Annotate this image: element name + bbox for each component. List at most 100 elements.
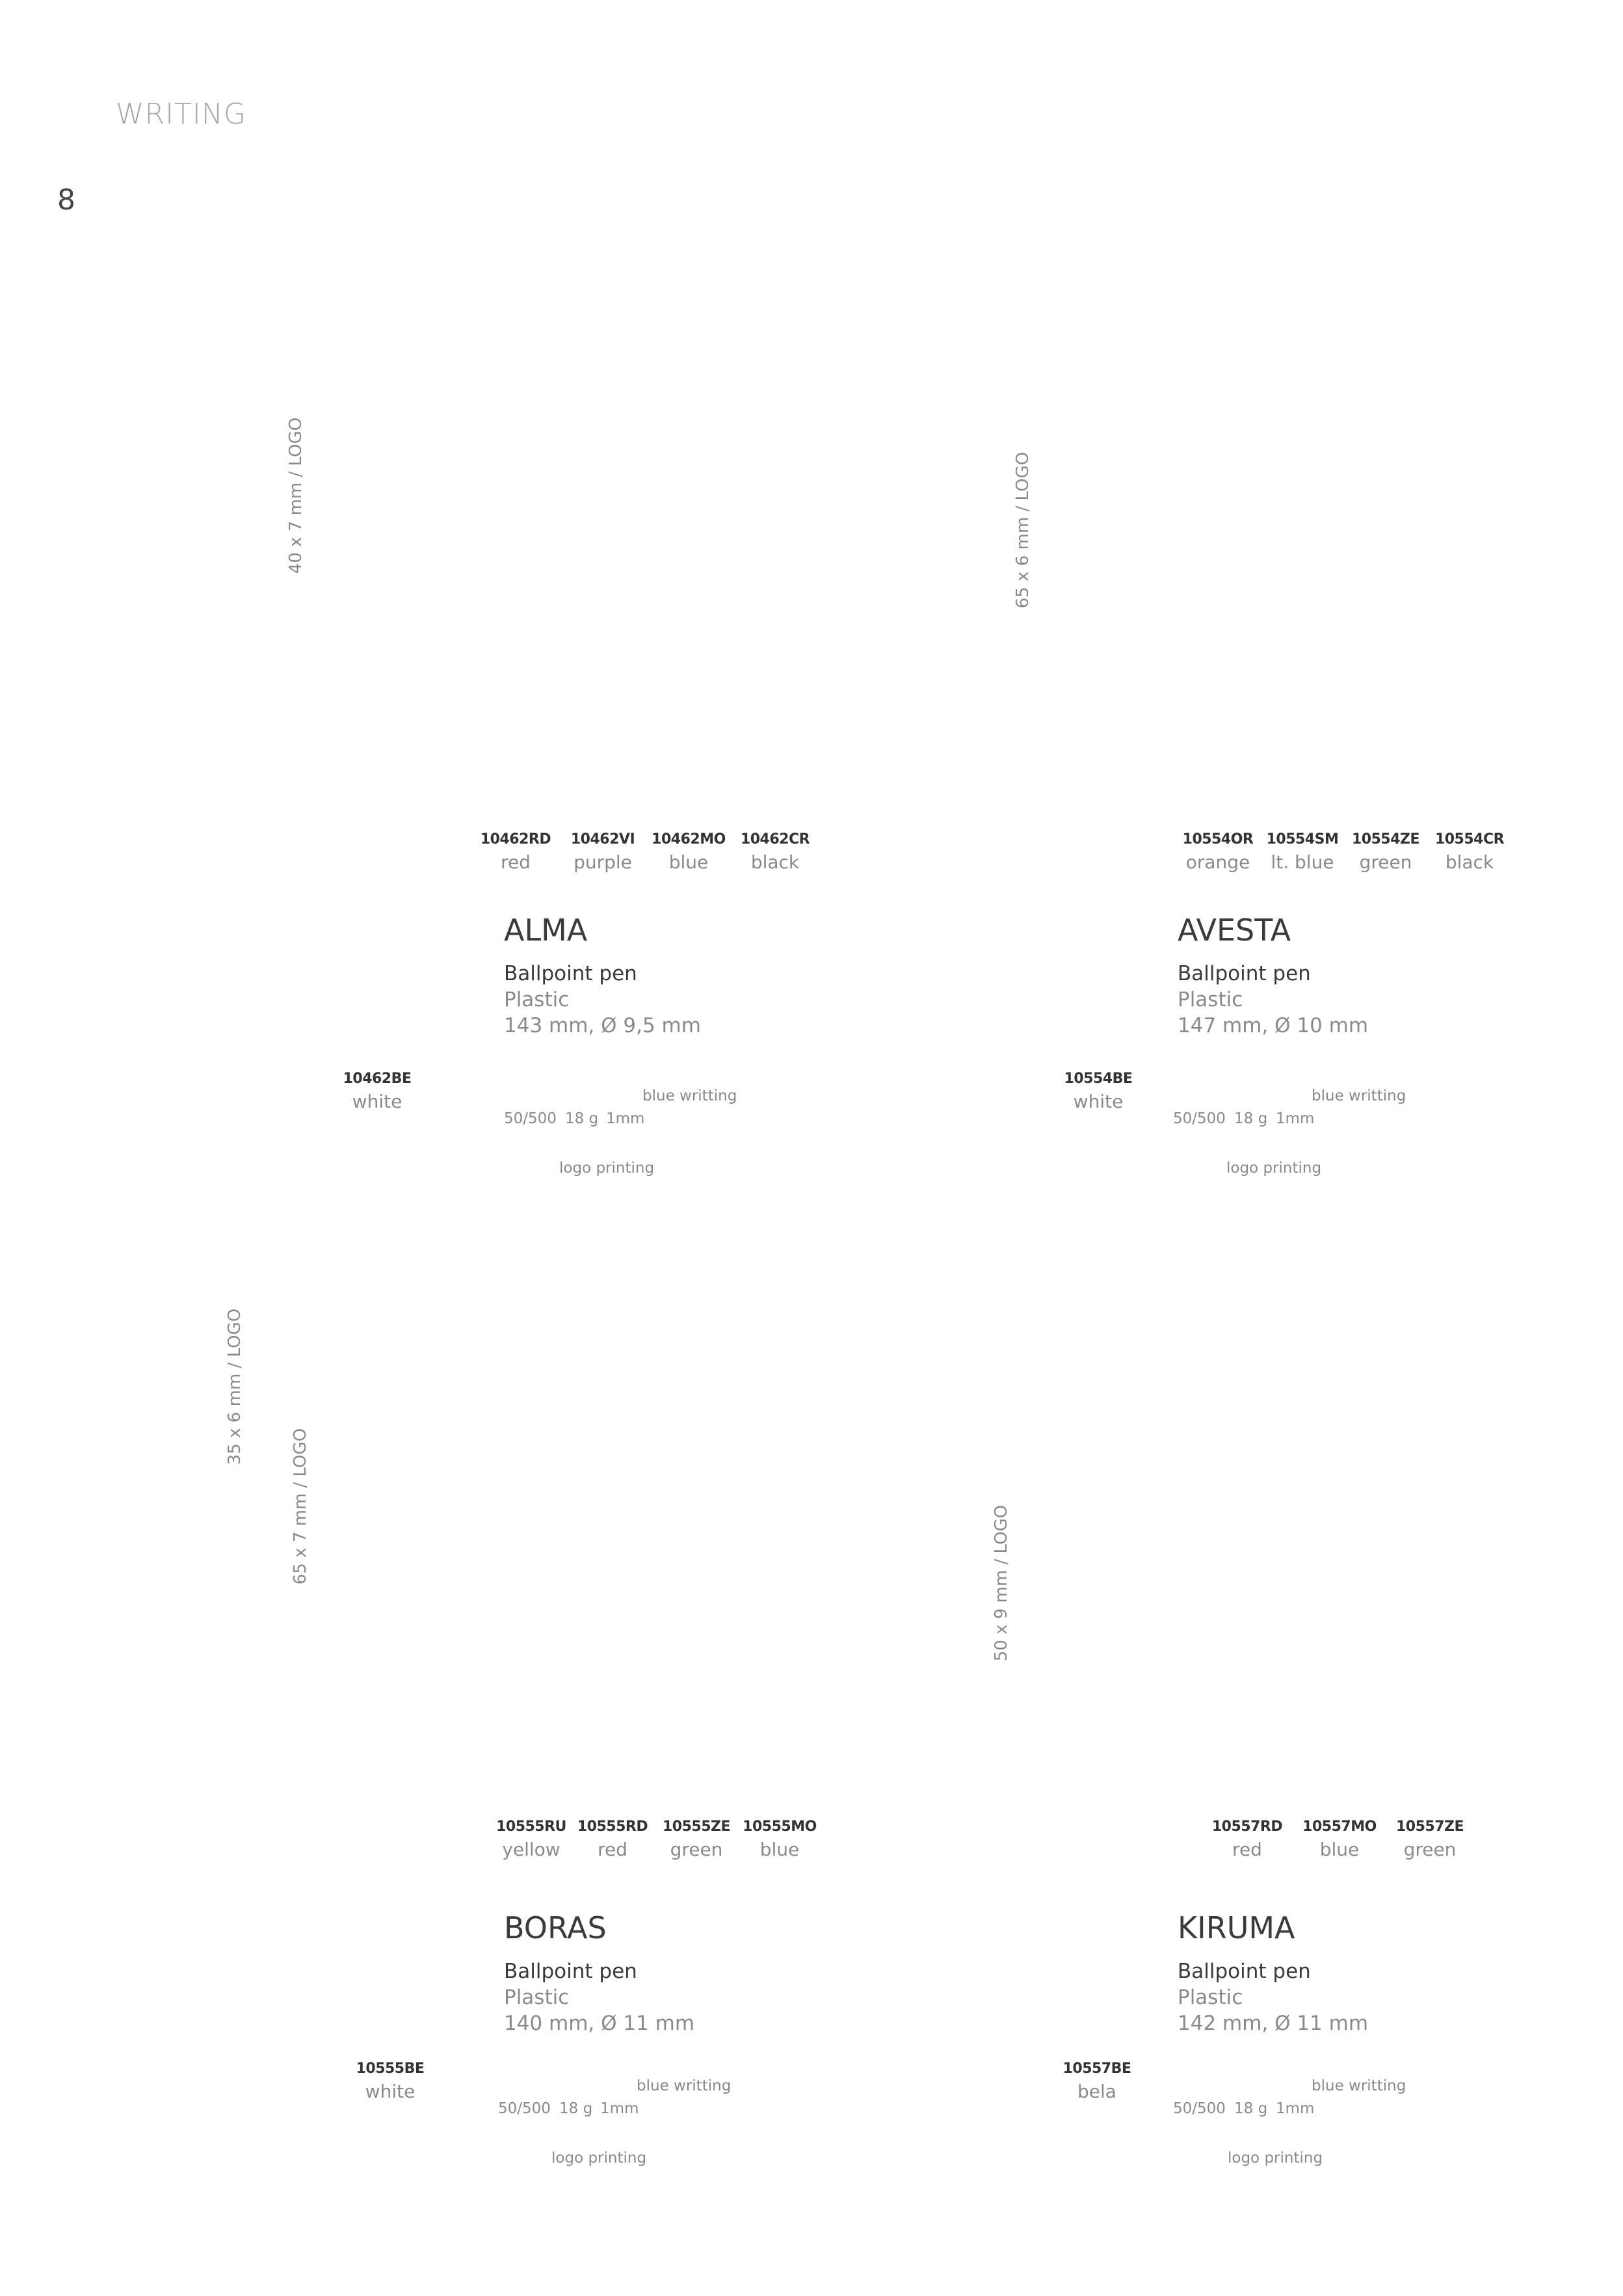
product-name: AVESTA	[1178, 913, 1291, 948]
variant-swatch: 10554SM lt. blue	[1254, 831, 1351, 873]
product-dimensions: 142 mm, Ø 11 mm	[1178, 2012, 1369, 2035]
variant-code: 10555RD	[577, 1819, 648, 1835]
variant-color: green	[1359, 851, 1412, 873]
packaging-info: 50/500	[1173, 2100, 1226, 2117]
product-type: Ballpoint pen	[1178, 962, 1311, 985]
variant-color: white	[1073, 1091, 1124, 1112]
variant-swatch: 10555BE white	[341, 2061, 439, 2102]
variant-swatch: 10557MO blue	[1291, 1819, 1388, 1860]
product-material: Plastic	[504, 988, 570, 1011]
variant-swatch: 10557BE bela	[1048, 2061, 1146, 2102]
print-area-label-secondary: 65 x 7 mm / LOGO	[291, 1428, 310, 1585]
variant-code: 10555ZE	[662, 1819, 731, 1835]
product-name: BORAS	[504, 1910, 607, 1945]
variant-color: white	[365, 2081, 416, 2102]
product-dimensions: 143 mm, Ø 9,5 mm	[504, 1014, 701, 1037]
branding-info: logo printing	[559, 1160, 655, 1177]
variant-color: red	[1232, 1839, 1262, 1860]
variant-swatch: 10555ZE green	[648, 1819, 745, 1860]
variant-swatch: 10555RU yellow	[482, 1819, 580, 1860]
variant-color: black	[1445, 851, 1494, 873]
product-material: Plastic	[504, 1986, 570, 2009]
variant-color: green	[1403, 1839, 1457, 1860]
page-number: 8	[57, 183, 75, 217]
product-material: Plastic	[1178, 1986, 1243, 2009]
product-type: Ballpoint pen	[504, 962, 637, 985]
variant-code: 10554BE	[1064, 1071, 1133, 1087]
product-dimensions: 147 mm, Ø 10 mm	[1178, 1014, 1369, 1037]
weight-info: 18 g	[565, 1110, 599, 1127]
variant-color: blue	[1319, 1839, 1360, 1860]
variant-swatch: 10462BE white	[328, 1071, 426, 1112]
print-area-label: 65 x 6 mm / LOGO	[1013, 451, 1033, 609]
branding-info: logo printing	[1226, 1160, 1322, 1177]
tip-info: 1mm	[1276, 1110, 1315, 1127]
branding-info: logo printing	[1228, 2150, 1323, 2167]
variant-swatch: 10554ZE green	[1337, 831, 1434, 873]
variant-code: 10557MO	[1302, 1819, 1377, 1835]
product-dimensions: 140 mm, Ø 11 mm	[504, 2012, 695, 2035]
variant-code: 10554ZE	[1351, 831, 1420, 848]
variant-swatch: 10462VI purple	[554, 831, 652, 873]
variant-swatch: 10462MO blue	[640, 831, 737, 873]
product-name: KIRUMA	[1178, 1910, 1295, 1945]
variant-swatch: 10554BE white	[1049, 1071, 1147, 1112]
variant-color: yellow	[502, 1839, 561, 1860]
variant-code: 10554CR	[1434, 831, 1505, 848]
packaging-info: 50/500	[498, 2100, 551, 2117]
product-name: ALMA	[504, 913, 588, 948]
print-area-label: 35 x 6 mm / LOGO	[225, 1308, 244, 1465]
section-title: WRITING	[116, 98, 246, 131]
variant-code: 10557BE	[1062, 2061, 1131, 2077]
variant-code: 10462MO	[652, 831, 726, 848]
variant-color: red	[501, 851, 531, 873]
print-area-label: 40 x 7 mm / LOGO	[286, 417, 306, 574]
tip-info: 1mm	[606, 1110, 645, 1127]
variant-color: lt. blue	[1271, 851, 1334, 873]
weight-info: 18 g	[1234, 2100, 1268, 2117]
variant-code: 10555RU	[496, 1819, 566, 1835]
product-material: Plastic	[1178, 988, 1243, 1011]
variant-color: green	[670, 1839, 723, 1860]
tip-info: 1mm	[1276, 2100, 1315, 2117]
variant-swatch: 10555MO blue	[731, 1819, 828, 1860]
packaging-info: 50/500	[1173, 1110, 1226, 1127]
variant-swatch: 10554CR black	[1421, 831, 1518, 873]
variant-code: 10554SM	[1266, 831, 1339, 848]
ink-info: blue writting	[637, 2077, 732, 2094]
ink-info: blue writting	[1312, 1088, 1406, 1104]
variant-color: blue	[668, 851, 709, 873]
weight-info: 18 g	[559, 2100, 593, 2117]
variant-color: purple	[574, 851, 632, 873]
product-type: Ballpoint pen	[1178, 1960, 1311, 1983]
product-type: Ballpoint pen	[504, 1960, 637, 1983]
variant-color: orange	[1185, 851, 1250, 873]
variant-swatch: 10462CR black	[726, 831, 824, 873]
variant-code: 10462BE	[343, 1071, 412, 1087]
variant-code: 10462VI	[570, 831, 635, 848]
variant-code: 10462CR	[740, 831, 810, 848]
variant-swatch: 10557RD red	[1198, 1819, 1296, 1860]
variant-color: black	[750, 851, 800, 873]
tip-info: 1mm	[600, 2100, 639, 2117]
variant-color: blue	[759, 1839, 800, 1860]
variant-swatch: 10555RD red	[564, 1819, 661, 1860]
variant-swatch: 10554OR orange	[1169, 831, 1267, 873]
variant-color: bela	[1077, 2081, 1116, 2102]
variant-code: 10557ZE	[1395, 1819, 1464, 1835]
variant-code: 10554OR	[1182, 831, 1254, 848]
variant-swatch: 10462RD red	[467, 831, 564, 873]
weight-info: 18 g	[1234, 1110, 1268, 1127]
variant-color: white	[352, 1091, 402, 1112]
ink-info: blue writting	[1312, 2077, 1406, 2094]
variant-color: red	[598, 1839, 627, 1860]
variant-code: 10555MO	[743, 1819, 817, 1835]
ink-info: blue writting	[642, 1088, 737, 1104]
variant-code: 10557RD	[1211, 1819, 1283, 1835]
variant-code: 10462RD	[480, 831, 551, 848]
branding-info: logo printing	[551, 2150, 647, 2167]
variant-swatch: 10557ZE green	[1381, 1819, 1479, 1860]
packaging-info: 50/500	[504, 1110, 557, 1127]
print-area-label: 50 x 9 mm / LOGO	[992, 1504, 1011, 1662]
variant-code: 10555BE	[356, 2061, 425, 2077]
